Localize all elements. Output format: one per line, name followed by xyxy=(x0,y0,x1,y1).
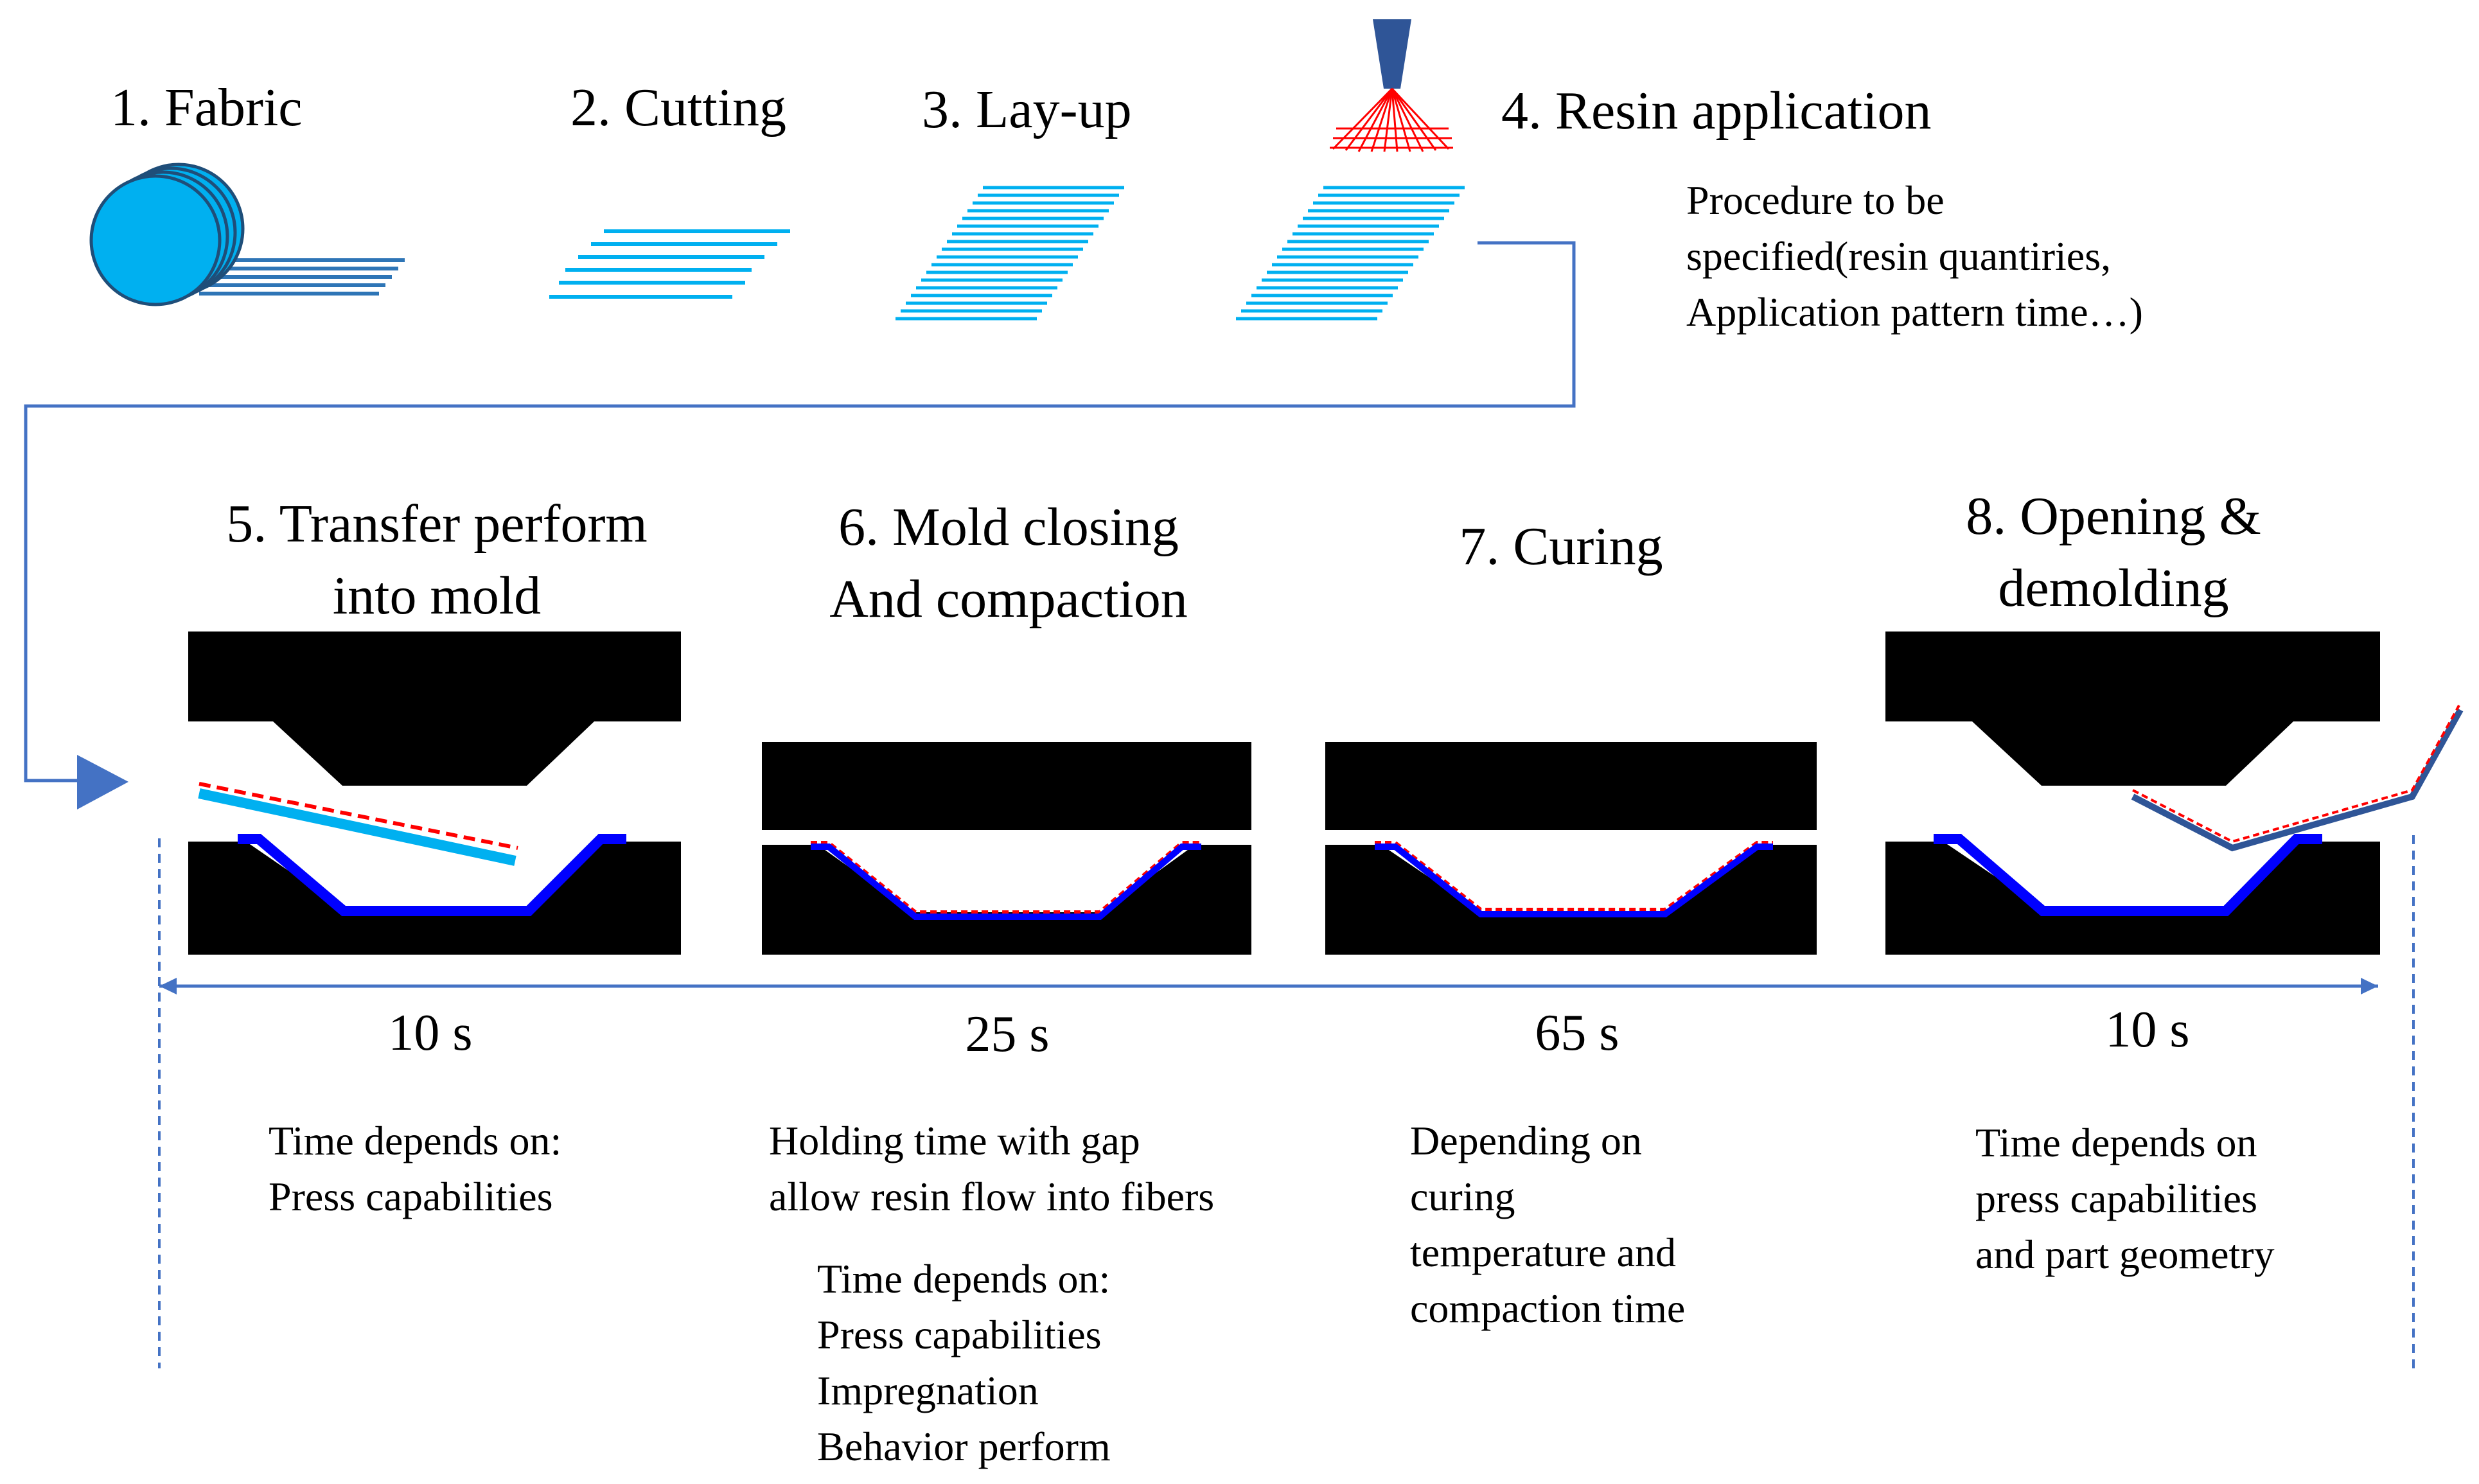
fabric-roll-icon xyxy=(89,163,405,306)
step-8-note-line: press capabilities xyxy=(1975,1176,2257,1221)
timeline-axis xyxy=(158,835,2415,1368)
step-6-note-line: allow resin flow into fibers xyxy=(769,1174,1215,1219)
step-7-note-line: Depending on xyxy=(1410,1118,1642,1163)
step-5-title-line: 5. Transfer perform xyxy=(226,494,648,554)
step-8-note-line: Time depends on xyxy=(1975,1120,2257,1165)
step-3-title: 3. Lay-up xyxy=(922,80,1132,139)
step-6-note-2-line: Time depends on: xyxy=(817,1256,1111,1302)
step-6-note: Holding time with gap allow resin flow i… xyxy=(769,1113,1214,1224)
step-8-title-line: 8. Opening & xyxy=(1966,486,2261,546)
mold-closing xyxy=(762,742,1251,955)
step-4-note-line: Application pattern time…) xyxy=(1686,289,2143,335)
mold-curing xyxy=(1325,742,1817,955)
step-2-title: 2. Cutting xyxy=(570,78,787,137)
step-5-duration: 10 s xyxy=(388,1005,473,1061)
step-4-note-line: specified(resin quantiries, xyxy=(1686,233,2112,279)
flow-arrow-icon xyxy=(77,755,128,809)
step-6-duration: 25 s xyxy=(965,1006,1050,1063)
step-8-title-line: demolding xyxy=(1998,558,2229,618)
step-7-note-line: compaction time xyxy=(1410,1285,1686,1331)
step-6-note-2-line: Press capabilities xyxy=(817,1312,1102,1357)
step-8-title: 8. Opening & demolding xyxy=(1857,481,2370,624)
step-5-note-line: Press capabilities xyxy=(269,1174,553,1219)
step-7-note: Depending on curing temperature and comp… xyxy=(1410,1113,1685,1336)
step-5-title-line: into mold xyxy=(332,566,542,626)
step-1-title: 1. Fabric xyxy=(110,78,303,137)
step-4-note: Procedure to be specified(resin quantiri… xyxy=(1686,172,2143,340)
step-6-title-line: 6. Mold closing xyxy=(838,497,1179,557)
mold-opening-demolding xyxy=(1885,632,2464,955)
step-6-note-2-line: Impregnation xyxy=(817,1368,1039,1413)
resin-layup-stack-icon xyxy=(1236,186,1465,321)
mold-open-with-preform xyxy=(188,632,681,955)
cut-sheets-icon xyxy=(549,229,790,299)
step-4-title: 4. Resin application xyxy=(1501,81,1932,141)
step-7-title: 7. Curing xyxy=(1459,517,1663,576)
step-6-note-2-line: Behavior perform xyxy=(817,1424,1111,1469)
step-8-duration: 10 s xyxy=(2105,1002,2190,1058)
step-5-note-line: Time depends on: xyxy=(269,1118,562,1163)
step-5-title: 5. Transfer perform into mold xyxy=(180,488,694,632)
step-4-note-line: Procedure to be xyxy=(1686,177,1945,223)
flow-connector xyxy=(24,241,1576,782)
step-6-title: 6. Mold closing And compaction xyxy=(752,491,1266,635)
step-6-title-line: And compaction xyxy=(829,569,1188,629)
layup-stack-icon xyxy=(895,186,1124,321)
step-6-note-line: Holding time with gap xyxy=(769,1118,1140,1163)
step-7-note-line: curing xyxy=(1410,1174,1515,1219)
step-8-note: Time depends on press capabilities and p… xyxy=(1975,1115,2275,1282)
resin-spray-nozzle-icon xyxy=(1330,19,1453,152)
step-5-note: Time depends on: Press capabilities xyxy=(269,1113,561,1224)
step-8-note-line: and part geometry xyxy=(1975,1232,2275,1277)
step-7-note-line: temperature and xyxy=(1410,1230,1676,1275)
step-7-duration: 65 s xyxy=(1535,1005,1619,1061)
step-6-note-2: Time depends on: Press capabilities Impr… xyxy=(817,1251,1111,1474)
